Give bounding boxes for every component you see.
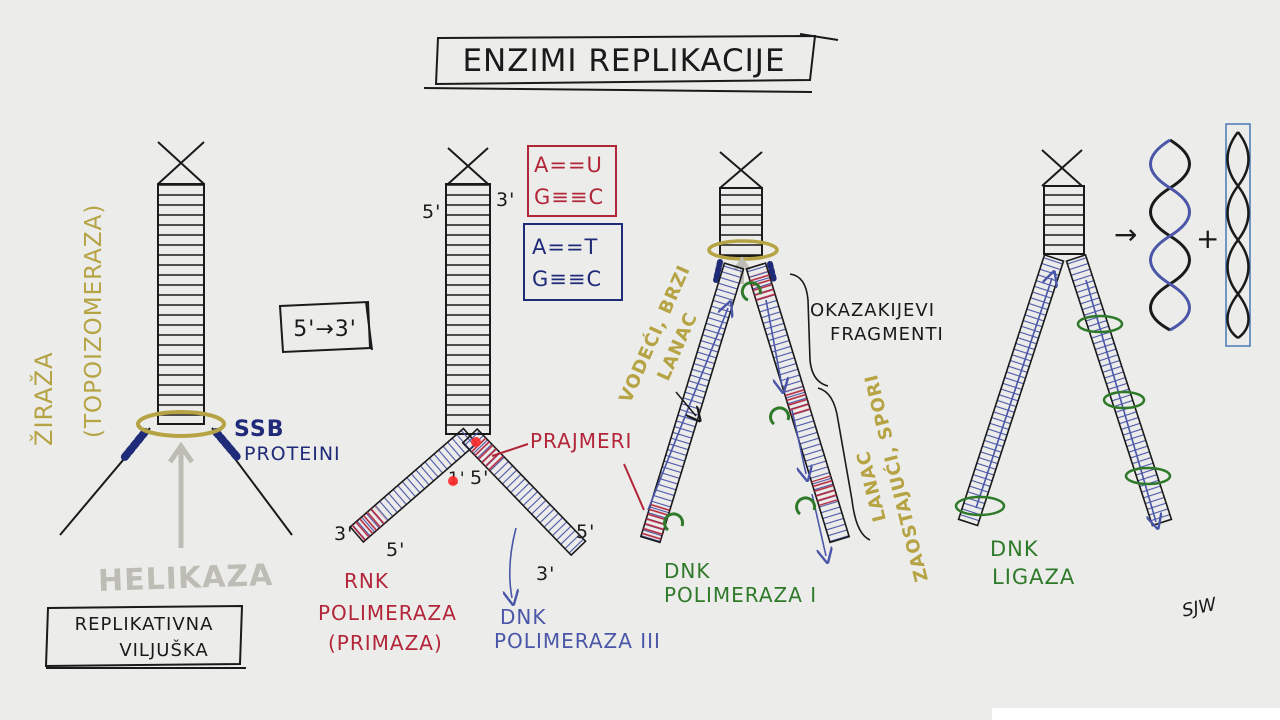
ligase-ring: [1076, 314, 1124, 334]
replication-fork-box: REPLIKATIVNA VILJUŠKA: [44, 604, 246, 669]
panel-ligase: DNK LIGAZA → + SJW: [954, 123, 1251, 622]
fragmenti-label: FRAGMENTI: [830, 324, 944, 345]
laser-pointer-dot: [471, 437, 481, 447]
rnk-polimeraza-label: POLIMERAZA: [318, 601, 457, 625]
viljuska-label: VILJUŠKA: [119, 639, 208, 661]
proteini-label: PROTEINI: [244, 443, 341, 465]
result-arrow: →: [1114, 218, 1137, 251]
dna-ladder: [157, 183, 205, 425]
pol1-circular-arrow: [795, 496, 817, 516]
ligase-ring: [954, 495, 1006, 517]
primer-pointer: [623, 463, 645, 511]
direction-box: 5'→3': [278, 300, 373, 354]
ssb-proteins-left: [120, 428, 149, 462]
dnk-polimeraza3-label: POLIMERAZA III: [494, 629, 661, 653]
lagging-direction-arrow: [791, 409, 806, 474]
dnk-label: DNK: [500, 605, 546, 629]
pol1-circular-arrow: [663, 512, 685, 532]
dna-ladder: [719, 187, 763, 257]
three-prime-left: 3': [334, 523, 353, 545]
pair-gc-dna: G≡≡C: [532, 267, 602, 291]
double-helix-mixed: [1149, 138, 1191, 332]
okazaki-brace: [789, 273, 829, 387]
three-prime-right: 3': [536, 563, 555, 585]
double-helix-new: [1225, 123, 1251, 347]
okazaki-label: OKAZAKIJEVI: [810, 300, 935, 321]
laser-pointer-dot: [448, 476, 458, 486]
pair-au: A==U: [534, 153, 603, 177]
pol1-circular-arrow: [740, 281, 762, 302]
title-box: ENZIMI REPLIKACIJE: [423, 33, 839, 93]
five-prime-top: 5': [422, 201, 441, 223]
rna-primer: [350, 505, 388, 542]
ssb-proteins-right: [767, 261, 777, 283]
topoisomerase-label: (TOPOIZOMERAZA): [81, 204, 107, 438]
five-prime-left: 5': [386, 539, 405, 561]
leading-pointer: [675, 391, 696, 416]
helikaza-label: HELIKAZA: [97, 558, 273, 599]
dnk-label: DNK: [990, 537, 1039, 561]
pair-at: A==T: [532, 235, 598, 259]
pol3-pointer: [510, 527, 516, 598]
dnk-label: DNK: [664, 559, 710, 583]
primaza-label: (PRIMAZA): [328, 631, 443, 655]
signature-mark: SJW: [1180, 594, 1219, 622]
panel-replication-fork: ŽIRAŽA (TOPOIZOMERAZA) SSB PROTEINI HELI…: [29, 141, 373, 669]
rna-pairs-box: A==U G≡≡C: [527, 145, 617, 217]
five-prime-right: 5': [576, 521, 595, 543]
ssb-proteins-right: [212, 428, 242, 462]
page-title: ENZIMI REPLIKACIJE: [462, 43, 785, 79]
dnk-polimeraza1-label: POLIMERAZA I: [664, 583, 817, 607]
rna-primer: [783, 385, 812, 419]
rna-primer: [748, 270, 777, 304]
pol1-circular-arrow: [769, 406, 791, 426]
direction-label: 5'→3': [293, 317, 357, 342]
ssb-proteins-left: [713, 259, 723, 283]
panel-okazaki: VODEĆI, BRZI LANAC OKAZAKIJEVI FRAGMENTI…: [614, 151, 944, 607]
panel-polymerases: 5' 3' 3' 5' 1' 5' 5' 3' A==U G≡≡C A==T G…: [318, 145, 661, 655]
lagging-brace: [817, 387, 871, 541]
bottom-right-strip: [992, 708, 1280, 720]
primer-pointer: [491, 443, 529, 457]
ligaza-label: LIGAZA: [992, 565, 1075, 589]
five-prime-mid: 5': [470, 467, 489, 489]
prajmeri-label: PRAJMERI: [530, 429, 632, 453]
left-strand: [957, 253, 1065, 527]
rna-primer: [811, 475, 839, 507]
plus-sign: +: [1196, 222, 1219, 255]
lagging-direction-arrow: [765, 299, 782, 386]
replikativna-label: REPLIKATIVNA: [75, 614, 214, 635]
three-prime-top: 3': [496, 189, 515, 211]
rna-primer: [640, 502, 671, 543]
ligase-ring: [1102, 390, 1146, 410]
strand-direction-arrow: [975, 278, 1052, 509]
pair-gc-rna: G≡≡C: [534, 185, 604, 209]
helicase-ring: [136, 410, 226, 438]
dna-ladder: [1043, 185, 1085, 255]
dna-pairs-box: A==T G≡≡C: [523, 223, 623, 301]
gyrase-label: ŽIRAŽA: [29, 352, 58, 447]
ligase-ring: [1124, 466, 1172, 486]
rnk-label: RNK: [344, 569, 389, 593]
ssb-label: SSB: [234, 417, 284, 442]
dna-ladder: [445, 183, 491, 435]
strand-direction-arrow: [1085, 279, 1156, 522]
